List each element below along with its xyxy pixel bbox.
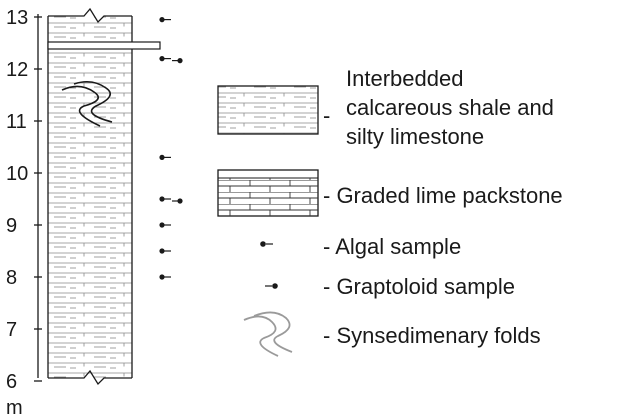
depth-tick-label: 13 <box>6 7 28 29</box>
depth-axis-ticks: 13 12 11 10 9 8 7 6 <box>6 7 42 393</box>
graptoloid-sample-marker <box>172 58 183 64</box>
algal-sample-marker <box>159 56 171 62</box>
depth-tick-label: 7 <box>6 319 17 341</box>
depth-axis-unit: m <box>6 397 23 419</box>
legend-folds-label: - Synsedimenary folds <box>323 323 541 348</box>
column-synsedimentary-folds-icon <box>61 80 113 127</box>
algal-sample-marker <box>159 17 171 23</box>
legend-algal-symbol <box>260 241 273 247</box>
column-top-break <box>48 7 132 24</box>
packstone-bed <box>47 41 161 50</box>
shale-column-fill <box>48 16 132 378</box>
legend-packstone-label: - Graded lime packstone <box>323 183 563 208</box>
column-bottom-break <box>48 369 132 386</box>
legend-shale-label: Interbedded calcareous shale and silty l… <box>346 66 554 149</box>
depth-tick-label: 9 <box>6 215 17 237</box>
legend-algal-label: - Algal sample <box>323 234 462 259</box>
algal-sample-marker <box>159 196 171 202</box>
legend-shale-dash: - <box>323 103 331 128</box>
legend-packstone-symbol <box>217 169 319 217</box>
algal-sample-marker <box>159 248 171 254</box>
algal-sample-marker <box>159 154 171 160</box>
sample-markers <box>159 17 183 280</box>
legend-graptoloid-symbol <box>265 283 278 289</box>
depth-tick-label: 11 <box>6 111 27 133</box>
algal-sample-marker <box>159 222 171 228</box>
algal-sample-marker <box>159 274 171 280</box>
legend-shale-symbol <box>217 85 319 135</box>
depth-tick-label: 8 <box>6 267 17 289</box>
depth-tick-label: 12 <box>6 59 28 81</box>
depth-tick-label: 10 <box>6 163 28 185</box>
graptoloid-sample-marker <box>172 198 183 204</box>
depth-tick-label: 6 <box>6 371 17 393</box>
legend-graptoloid-label: - Graptoloid sample <box>323 274 515 299</box>
legend-folds-symbol <box>243 311 293 357</box>
